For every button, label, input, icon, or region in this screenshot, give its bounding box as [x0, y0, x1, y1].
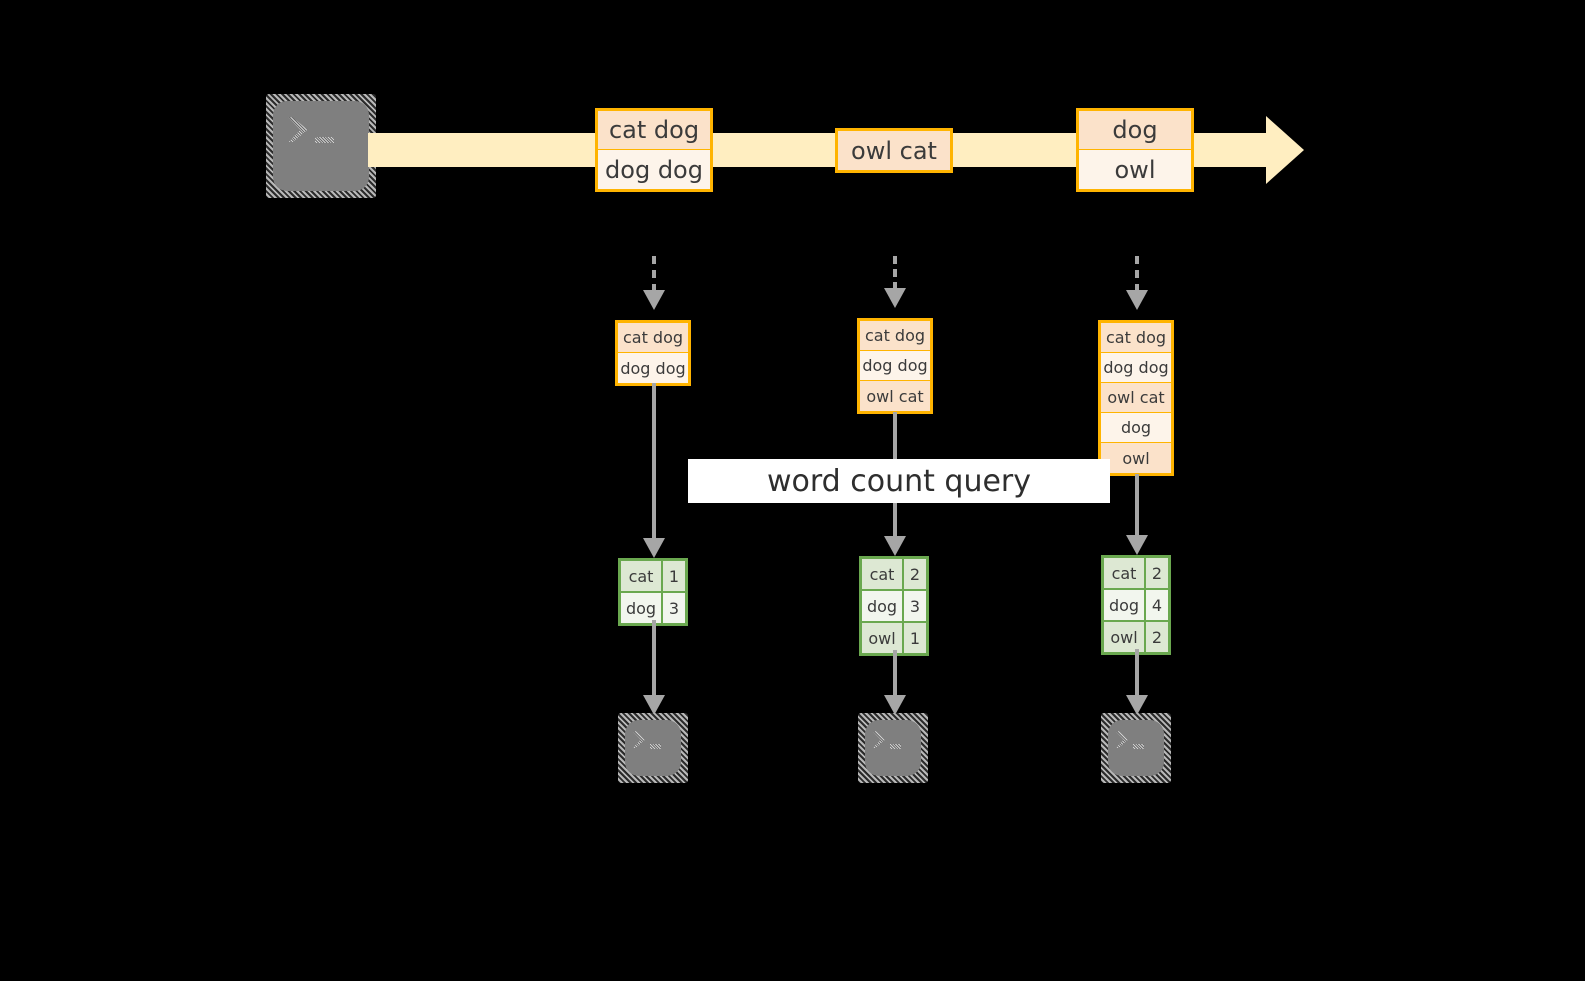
result-row: cat 1	[621, 561, 685, 593]
result-word: owl	[862, 623, 904, 653]
result-count: 2	[904, 559, 926, 589]
result-count: 1	[663, 561, 685, 591]
log-entry: cat dog	[860, 321, 930, 351]
consumer-terminal-icon-3	[1101, 713, 1171, 783]
result-count: 2	[1146, 622, 1168, 652]
stream-message-line: owl	[1079, 150, 1191, 189]
log-to-result-connector-1	[652, 383, 656, 541]
log-to-result-arrowhead-2	[884, 536, 906, 556]
log-to-result-arrowhead-1	[643, 538, 665, 558]
log-entry: owl cat	[860, 381, 930, 411]
result-word: cat	[621, 561, 663, 591]
query-label-text: word count query	[766, 463, 1032, 499]
log-entry: dog dog	[1101, 353, 1171, 383]
terminal-screen	[625, 720, 681, 776]
result-word: dog	[621, 593, 663, 623]
result-table-1[interactable]: cat 1 dog 3	[618, 558, 688, 626]
result-row: dog 4	[1104, 590, 1168, 622]
log-entry: dog dog	[618, 353, 688, 383]
consumer-terminal-icon-2	[858, 713, 928, 783]
stream-to-log-connector-2	[893, 256, 897, 290]
stream-to-log-arrowhead-1	[643, 290, 665, 310]
log-entry: cat dog	[1101, 323, 1171, 353]
log-entry: dog	[1101, 413, 1171, 443]
result-to-consumer-connector-3	[1135, 649, 1139, 698]
terminal-screen	[865, 720, 921, 776]
result-word: cat	[862, 559, 904, 589]
log-entry: dog dog	[860, 351, 930, 381]
result-table-3[interactable]: cat 2 dog 4 owl 2	[1101, 555, 1171, 655]
result-word: owl	[1104, 622, 1146, 652]
result-to-consumer-arrowhead-3	[1126, 695, 1148, 715]
result-row: owl 1	[862, 623, 926, 653]
stream-message-1[interactable]: cat dog dog dog	[595, 108, 713, 192]
stream-message-line: dog	[1079, 111, 1191, 150]
result-row: owl 2	[1104, 622, 1168, 652]
log-entry: owl cat	[1101, 383, 1171, 413]
stream-message-2[interactable]: owl cat	[835, 128, 953, 173]
result-count: 1	[904, 623, 926, 653]
result-to-consumer-connector-1	[652, 620, 656, 698]
log-snapshot-2[interactable]: cat dog dog dog owl cat	[857, 318, 933, 414]
stream-message-line: owl cat	[838, 131, 950, 170]
log-entry: owl	[1101, 443, 1171, 473]
log-snapshot-1[interactable]: cat dog dog dog	[615, 320, 691, 386]
consumer-terminal-icon-1	[618, 713, 688, 783]
result-word: cat	[1104, 558, 1146, 588]
result-count: 3	[663, 593, 685, 623]
prompt-chevron-icon	[872, 731, 886, 748]
result-to-consumer-connector-2	[893, 650, 897, 698]
prompt-chevron-icon	[288, 117, 308, 143]
result-word: dog	[1104, 590, 1146, 620]
prompt-chevron-icon	[632, 731, 646, 748]
stream-message-line: dog dog	[598, 150, 710, 189]
result-to-consumer-arrowhead-1	[643, 695, 665, 715]
stream-message-3[interactable]: dog owl	[1076, 108, 1194, 192]
stream-message-line: cat dog	[598, 111, 710, 150]
event-stream-arrow-head	[1266, 116, 1304, 184]
result-count: 3	[904, 591, 926, 621]
terminal-screen	[273, 101, 369, 191]
log-to-result-arrowhead-3	[1126, 535, 1148, 555]
result-row: cat 2	[862, 559, 926, 591]
result-row: dog 3	[862, 591, 926, 623]
result-word: dog	[862, 591, 904, 621]
result-row: dog 3	[621, 593, 685, 623]
cursor-dash-icon	[649, 744, 661, 749]
result-to-consumer-arrowhead-2	[884, 695, 906, 715]
result-count: 2	[1146, 558, 1168, 588]
cursor-dash-icon	[315, 137, 335, 144]
stream-to-log-connector-3	[1135, 256, 1139, 292]
log-to-result-connector-3	[1135, 474, 1139, 540]
stream-to-log-arrowhead-3	[1126, 290, 1148, 310]
log-entry: cat dog	[618, 323, 688, 353]
cursor-dash-icon	[889, 744, 901, 749]
result-table-2[interactable]: cat 2 dog 3 owl 1	[859, 556, 929, 656]
log-snapshot-3[interactable]: cat dog dog dog owl cat dog owl	[1098, 320, 1174, 476]
stream-to-log-connector-1	[652, 256, 656, 292]
result-count: 4	[1146, 590, 1168, 620]
cursor-dash-icon	[1132, 744, 1144, 749]
terminal-screen	[1108, 720, 1164, 776]
prompt-chevron-icon	[1115, 731, 1129, 748]
stream-to-log-arrowhead-2	[884, 288, 906, 308]
producer-terminal-icon	[266, 94, 376, 198]
result-row: cat 2	[1104, 558, 1168, 590]
query-label-band: word count query	[688, 459, 1110, 503]
